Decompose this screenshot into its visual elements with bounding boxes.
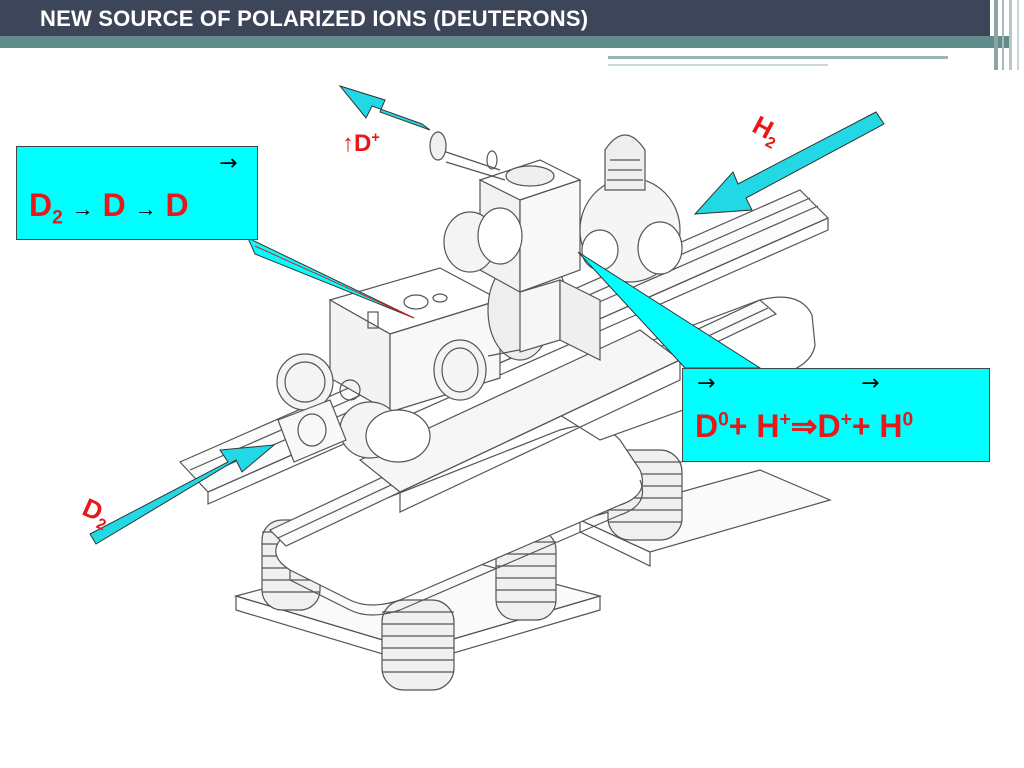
formula-box-dissociation: → D2 → D → D: [16, 146, 258, 240]
dissociation-formula: D2 → D → D: [29, 187, 189, 229]
beam-pipe: [429, 131, 506, 181]
right-edge-lines: [994, 0, 998, 70]
implies-arrow-icon: ⇒: [790, 408, 818, 444]
charge-exchange-cross: [579, 134, 683, 283]
charge-exchange-formula: D0+ H+⇒D++ H0: [695, 408, 914, 444]
right-edge-lines-2: [1002, 0, 1004, 70]
pumping-port-mid: [433, 339, 487, 401]
header-accent-stripe: [0, 36, 1010, 48]
header-accent-line-2: [608, 64, 828, 66]
callout-pointer-left: [247, 236, 415, 319]
header-accent-line: [608, 56, 948, 59]
right-edge-lines-4: [1017, 0, 1019, 70]
slide-header: [0, 0, 990, 36]
right-arrow-icon: →: [71, 196, 94, 221]
bellows-support-2: [381, 599, 455, 691]
label-d-plus: ↑D+: [342, 130, 380, 157]
gas-inlet-flange: [277, 399, 347, 463]
right-arrow-icon: →: [134, 196, 157, 221]
pumping-port-lower: [339, 401, 431, 463]
vector-arrow-icon: →: [219, 151, 238, 176]
arrow-d-plus-out: [338, 85, 431, 131]
up-arrow-icon: ↑: [342, 130, 354, 157]
ionizer-cube: [478, 159, 582, 294]
vector-arrow-icon: →: [861, 371, 880, 396]
slide-title: NEW SOURCE OF POLARIZED IONS (DEUTERONS): [40, 6, 589, 31]
rf-cell-front: [443, 207, 523, 273]
formula-box-charge-exchange: → → D0+ H+⇒D++ H0: [682, 368, 990, 462]
vector-arrow-icon: →: [697, 371, 716, 396]
right-edge-lines-3: [1009, 0, 1012, 70]
arrow-d2-in: [89, 444, 276, 545]
support-stand: [519, 279, 601, 361]
arrow-h2-in: [693, 111, 885, 215]
